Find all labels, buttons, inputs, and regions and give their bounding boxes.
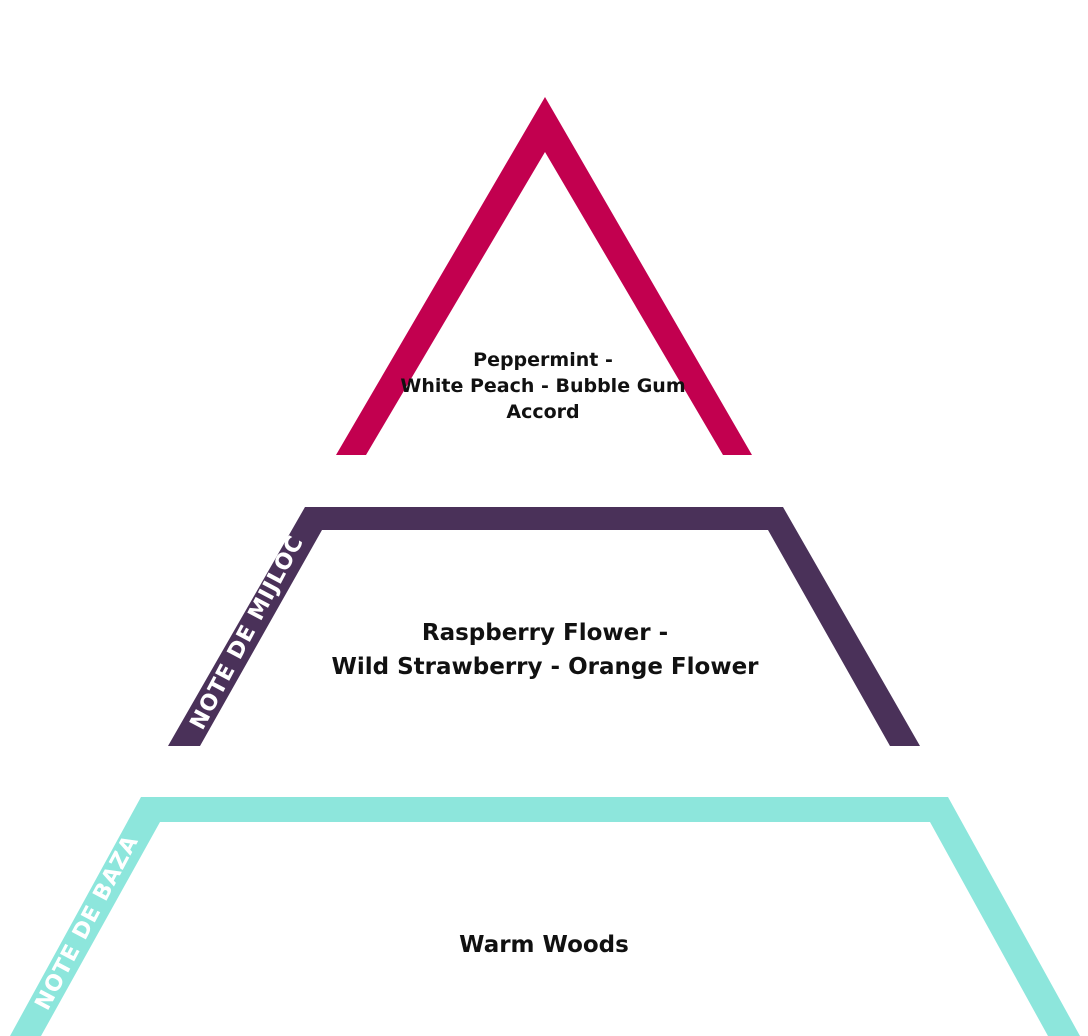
top-notes-tier: NOTE DE VARF Peppermint - White Peach - … — [336, 97, 752, 455]
top-notes-line-1: Peppermint - — [473, 349, 613, 371]
middle-tier-label: NOTE DE MIJLOC — [186, 531, 310, 734]
top-notes-line-3: Accord — [506, 401, 579, 423]
base-tier-label: NOTE DE BAZA — [31, 831, 144, 1014]
middle-notes-line-1: Raspberry Flower - — [422, 620, 668, 646]
middle-notes-line-2: Wild Strawberry - Orange Flower — [331, 654, 759, 680]
top-tier-frame — [336, 97, 752, 455]
base-tier-frame — [10, 797, 1080, 1036]
middle-notes-tier: NOTE DE MIJLOC Raspberry Flower - Wild S… — [168, 507, 920, 746]
top-notes-line-2: White Peach - Bubble Gum — [400, 375, 685, 397]
base-notes-line-1: Warm Woods — [459, 932, 629, 958]
base-notes-tier: NOTE DE BAZA Warm Woods — [10, 797, 1080, 1036]
